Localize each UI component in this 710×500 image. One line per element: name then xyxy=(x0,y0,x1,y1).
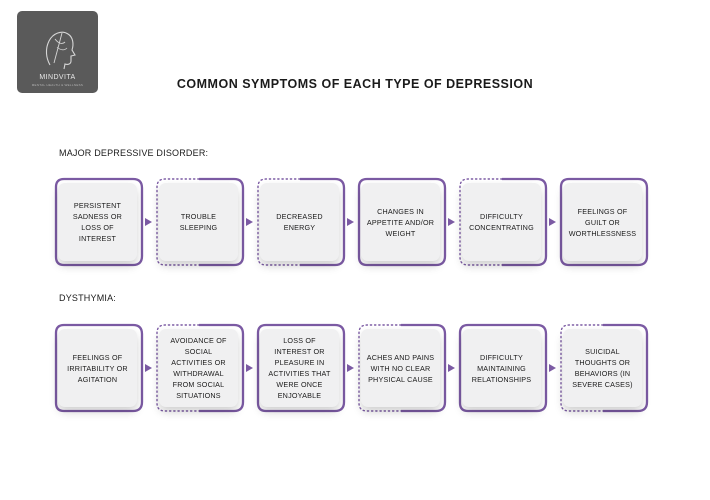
card-frame xyxy=(256,323,346,413)
card-frame xyxy=(357,177,447,267)
symptom-step: FEELINGS OF GUILT OR WORTHLESSNESS xyxy=(559,177,649,267)
card-frame xyxy=(54,323,144,413)
brand-name: MINDVITA xyxy=(39,74,76,81)
head-profile-icon xyxy=(45,31,76,70)
next-step-arrow-icon xyxy=(145,218,152,226)
card-frame xyxy=(257,177,346,267)
card-frame xyxy=(459,177,548,267)
symptom-step: FEELINGS OF IRRITABILITY OR AGITATION xyxy=(54,323,144,413)
symptom-row-major-depressive-disorder: PERSISTENT SADNESS OR LOSS OF INTEREST TR… xyxy=(0,177,710,277)
card-frame xyxy=(559,177,649,267)
symptom-card: PERSISTENT SADNESS OR LOSS OF INTEREST xyxy=(58,183,137,261)
section-label-dysthymia: DYSTHYMIA: xyxy=(59,293,117,303)
symptom-step: LOSS OF INTEREST OR PLEASURE IN ACTIVITI… xyxy=(256,323,346,413)
symptom-text: TROUBLE SLEEPING xyxy=(179,212,218,232)
symptom-text: DIFFICULTY CONCENTRATING xyxy=(469,212,534,232)
symptom-card: ACHES AND PAINS WITH NO CLEAR PHYSICAL C… xyxy=(361,329,440,407)
section-label-major-depressive-disorder: MAJOR DEPRESSIVE DISORDER: xyxy=(59,148,209,158)
brand-tagline: MENTAL HEALTH & WELLNESS xyxy=(31,83,84,87)
next-step-arrow-icon xyxy=(549,218,556,226)
symptom-step: ACHES AND PAINS WITH NO CLEAR PHYSICAL C… xyxy=(357,323,447,413)
symptom-step: TROUBLE SLEEPING xyxy=(155,177,245,267)
symptom-card: AVOIDANCE OF SOCIAL ACTIVITIES OR WITHDR… xyxy=(159,329,238,407)
card-frame xyxy=(156,177,245,267)
symptom-card: TROUBLE SLEEPING xyxy=(159,183,238,261)
symptom-step: SUICIDAL THOUGHTS OR BEHAVIORS (IN SEVER… xyxy=(559,323,649,413)
symptom-card: DECREASED ENERGY xyxy=(260,183,339,261)
symptom-step: CHANGES IN APPETITE AND/OR WEIGHT xyxy=(357,177,447,267)
card-frame xyxy=(560,323,649,413)
page-title: COMMON SYMPTOMS OF EACH TYPE OF DEPRESSI… xyxy=(176,77,534,91)
symptom-text: FEELINGS OF IRRITABILITY OR AGITATION xyxy=(67,352,128,384)
symptom-text: LOSS OF INTEREST OR PLEASURE IN ACTIVITI… xyxy=(268,336,331,400)
symptom-card: CHANGES IN APPETITE AND/OR WEIGHT xyxy=(361,183,440,261)
next-step-arrow-icon xyxy=(347,218,354,226)
symptom-row-dysthymia: FEELINGS OF IRRITABILITY OR AGITATION AVO… xyxy=(0,323,710,423)
symptom-text: FEELINGS OF GUILT OR WORTHLESSNESS xyxy=(568,206,637,238)
symptom-card: FEELINGS OF GUILT OR WORTHLESSNESS xyxy=(563,183,642,261)
symptom-step: DECREASED ENERGY xyxy=(256,177,346,267)
symptom-step: DIFFICULTY MAINTAINING RELATIONSHIPS xyxy=(458,323,548,413)
card-frame xyxy=(156,323,245,413)
next-step-arrow-icon xyxy=(145,364,152,372)
next-step-arrow-icon xyxy=(549,364,556,372)
next-step-arrow-icon xyxy=(246,364,253,372)
symptom-text: CHANGES IN APPETITE AND/OR WEIGHT xyxy=(366,206,435,238)
symptom-step: PERSISTENT SADNESS OR LOSS OF INTEREST xyxy=(54,177,144,267)
symptom-step: DIFFICULTY CONCENTRATING xyxy=(458,177,548,267)
symptom-card: SUICIDAL THOUGHTS OR BEHAVIORS (IN SEVER… xyxy=(563,329,642,407)
next-step-arrow-icon xyxy=(347,364,354,372)
card-frame xyxy=(358,323,447,413)
symptom-card: DIFFICULTY MAINTAINING RELATIONSHIPS xyxy=(462,329,541,407)
symptom-text: DECREASED ENERGY xyxy=(276,212,323,232)
symptom-text: AVOIDANCE OF SOCIAL ACTIVITIES OR WITHDR… xyxy=(170,336,227,400)
symptom-text: DIFFICULTY MAINTAINING RELATIONSHIPS xyxy=(471,352,532,384)
next-step-arrow-icon xyxy=(448,364,455,372)
symptom-card: DIFFICULTY CONCENTRATING xyxy=(462,183,541,261)
card-frame xyxy=(54,177,144,267)
next-step-arrow-icon xyxy=(448,218,455,226)
card-frame xyxy=(458,323,548,413)
next-step-arrow-icon xyxy=(246,218,253,226)
symptom-text: ACHES AND PAINS WITH NO CLEAR PHYSICAL C… xyxy=(366,352,435,384)
symptom-step: AVOIDANCE OF SOCIAL ACTIVITIES OR WITHDR… xyxy=(155,323,245,413)
symptom-text: SUICIDAL THOUGHTS OR BEHAVIORS (IN SEVER… xyxy=(572,347,633,389)
brand-logo: MINDVITA MENTAL HEALTH & WELLNESS xyxy=(17,11,98,93)
symptom-card: FEELINGS OF IRRITABILITY OR AGITATION xyxy=(58,329,137,407)
symptom-card: LOSS OF INTEREST OR PLEASURE IN ACTIVITI… xyxy=(260,329,339,407)
symptom-text: PERSISTENT SADNESS OR LOSS OF INTEREST xyxy=(72,201,123,243)
